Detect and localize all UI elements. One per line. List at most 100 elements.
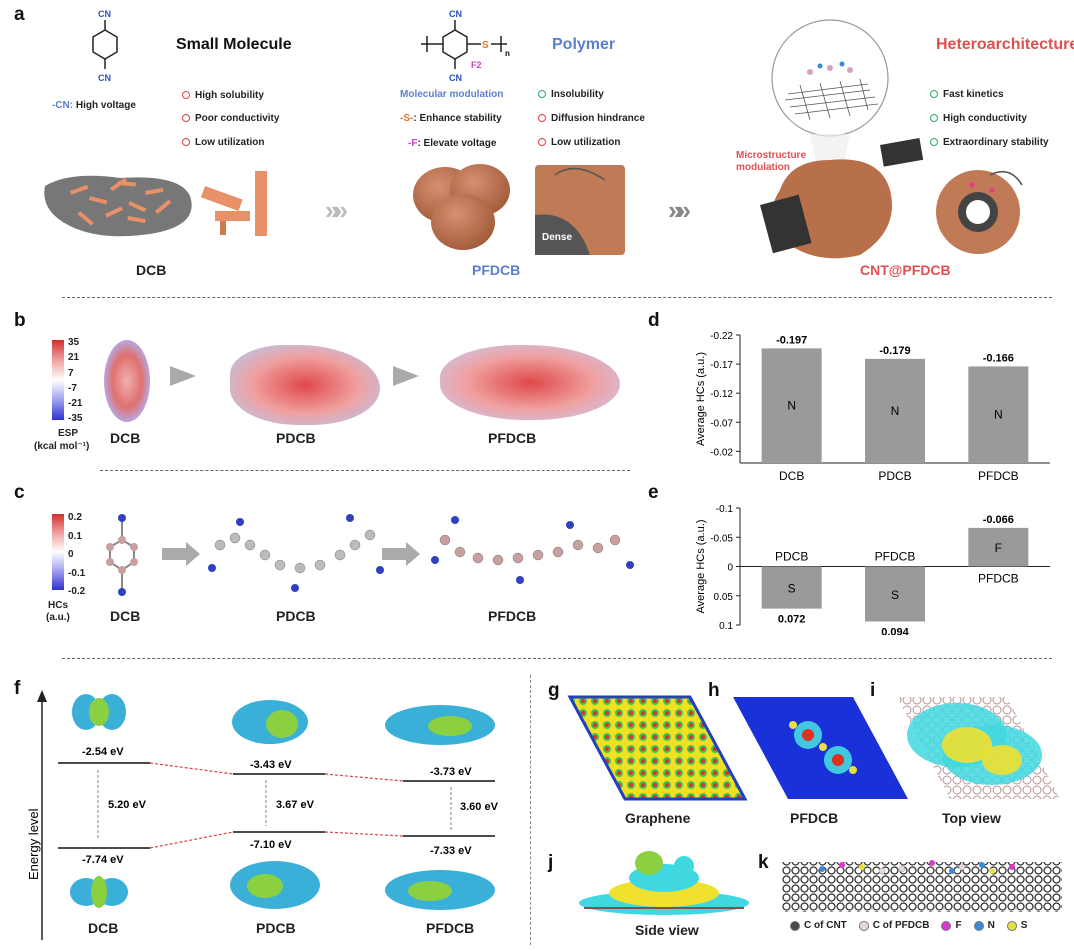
c-pdcb-caption: PDCB (276, 608, 316, 624)
chart-d-ytick-label: -0.07 (710, 418, 733, 429)
chart-e-ytick-label: 0.1 (719, 621, 733, 632)
chart-e-category-label: PFDCB (875, 550, 916, 564)
side-view-charge-density (579, 851, 749, 915)
panel-c-label: c (14, 482, 25, 503)
chart-d-bar-label: N (891, 404, 900, 418)
top-view-charge-density (897, 697, 1060, 799)
legend-swatch (973, 920, 984, 931)
legend-swatch (941, 920, 952, 931)
graphene-caption: Graphene (625, 810, 691, 826)
chart-d-ylabel: Average HCs (a.u.) (695, 352, 707, 446)
dcb-structure: CN CN (92, 9, 118, 83)
legend-label: C of PFDCB (872, 920, 930, 931)
pfdcb-bullet-1: Insolubility (538, 89, 604, 100)
chart-e-category-label: PDCB (775, 550, 808, 564)
divider-1 (62, 297, 1052, 298)
chart-e-value-label: -0.066 (983, 514, 1014, 526)
chart-d-bar (761, 348, 822, 463)
dcb-homo: -7.74 eV (82, 854, 124, 866)
dcb-bullet-3: Low utilization (182, 137, 264, 148)
esp-unit: (kcal mol⁻¹) (34, 441, 90, 452)
pfdcb-bullet-2: Diffusion hindrance (538, 113, 645, 124)
graphene-charge-map (567, 695, 748, 801)
b-dcb-caption: DCB (110, 430, 141, 446)
cnt-pfdcb-structure (782, 860, 1062, 912)
b-pfdcb-caption: PFDCB (488, 430, 537, 446)
f-pfdcb-caption: PFDCB (426, 920, 475, 936)
pfdcb-particle-illustration: Dense (413, 164, 625, 255)
pfdcb-lumo: -3.73 eV (430, 766, 472, 778)
legend-item: S (1006, 920, 1028, 931)
polymer-header: Polymer (552, 36, 616, 53)
mod-s: -S-: Enhance stability (400, 113, 502, 124)
c-pfdcb-caption: PFDCB (488, 608, 537, 624)
chart-d-category-label: PFDCB (978, 469, 1019, 483)
side-view-caption: Side view (635, 922, 699, 938)
f-pdcb-caption: PDCB (256, 920, 296, 936)
legend-label: F (955, 920, 962, 931)
cnt-caption: CNT@PFDCB (860, 262, 951, 278)
svg-text:n: n (505, 49, 510, 58)
hcs-molecules-illustration (106, 514, 634, 596)
chart-e-bar (865, 566, 925, 622)
panel-b-label: b (14, 310, 26, 331)
mod-f: -F: Elevate voltage (408, 138, 497, 149)
chart-d-ytick-label: -0.17 (710, 360, 733, 371)
legend-item: C of PFDCB (858, 920, 930, 931)
panel-f-label: f (14, 678, 21, 699)
chart-e-ytick-label: 0.05 (714, 592, 734, 603)
dcb-lumo: -2.54 eV (82, 746, 124, 758)
arrow-1-icon: »» (325, 195, 348, 225)
b-arrow-2-icon (393, 366, 419, 386)
legend-item: N (973, 920, 995, 931)
small-molecule-header: Small Molecule (176, 36, 292, 53)
svg-text:F2: F2 (471, 60, 482, 70)
legend-label: S (1020, 920, 1028, 931)
legend-item: F (941, 920, 962, 931)
chart-e-category-label: PFDCB (978, 572, 1019, 586)
panel-k-label: k (758, 852, 769, 873)
chart-d-bar-label: N (787, 399, 796, 413)
chart-e-bar-label: S (788, 582, 796, 596)
b-arrow-1-icon (170, 366, 196, 386)
pfdcb-gap: 3.60 eV (460, 801, 499, 813)
legend-label: N (987, 920, 995, 931)
chart-d-ytick-label: -0.22 (710, 331, 733, 342)
pfdcb-bullet-3: Low utilization (538, 137, 620, 148)
pfdcb-structure: CN S n F2 CN (421, 9, 510, 83)
pfdcb-caption: PFDCB (472, 262, 521, 278)
chart-e-value-label: 0.094 (881, 626, 909, 635)
pdcb-esp-molecule (230, 345, 380, 425)
esp-title: ESP (58, 428, 79, 439)
chart-e-bar-label: F (995, 541, 1002, 555)
panel-k-legend: C of CNT C of PFDCB F N S (790, 920, 1027, 931)
c-dcb-caption: DCB (110, 608, 141, 624)
cnt-bullet-3: Extraordinary stability (930, 137, 1049, 148)
dcb-crystals-illustration (44, 171, 267, 237)
svg-text:CN: CN (449, 9, 462, 19)
chart-d-ytick-label: -0.12 (710, 389, 733, 400)
chart-e-value-label: 0.072 (778, 614, 806, 626)
heteroarchitecture-header: Heteroarchitecture (936, 36, 1074, 53)
energy-level-ylabel: Energy level (26, 808, 41, 880)
orbital-lobes (70, 694, 495, 910)
chart-d-category-label: DCB (779, 469, 804, 483)
b-pdcb-caption: PDCB (276, 430, 316, 446)
legend-label: C of CNT (804, 920, 847, 931)
pdcb-homo: -7.10 eV (250, 839, 292, 851)
pfdcb-homo: -7.33 eV (430, 845, 472, 857)
dcb-bullet-1: High solubility (182, 90, 264, 101)
chart-d-value-label: -0.179 (879, 345, 910, 357)
hcs-title: HCs (48, 600, 69, 611)
cnt-cross-section-illustration (936, 170, 1023, 254)
pdcb-gap: 3.67 eV (276, 799, 315, 811)
cnt-bullet-2: High conductivity (930, 113, 1027, 124)
dcb-esp-molecule (104, 340, 150, 422)
panel-g-label: g (548, 680, 560, 701)
f-dcb-caption: DCB (88, 920, 119, 936)
